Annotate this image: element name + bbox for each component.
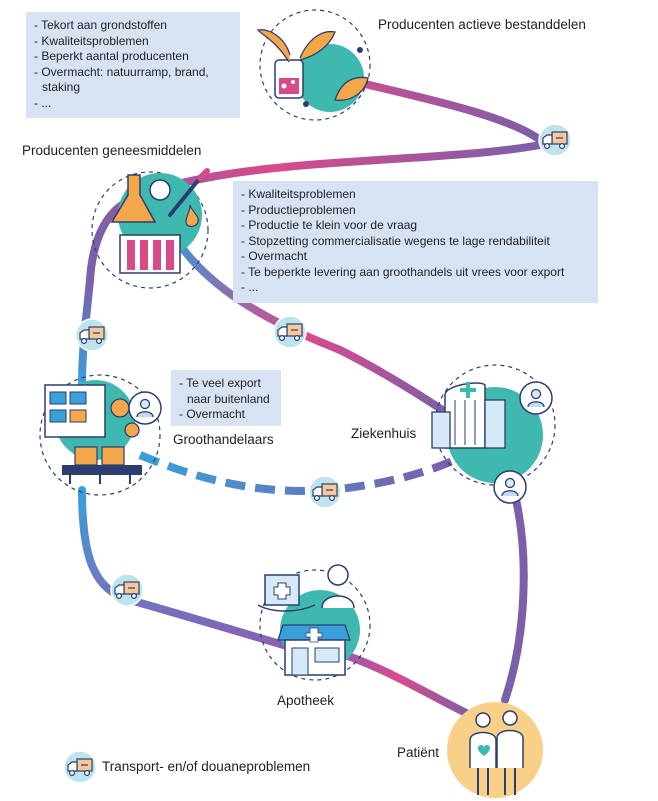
hospital-person-icon-top xyxy=(519,381,553,415)
wholesaler-problem-3: - Overmacht xyxy=(179,407,246,421)
wholesalers-label: Groothandelaars xyxy=(173,432,274,447)
manufacturer-problem-7: - ... xyxy=(241,280,259,294)
manufacturer-problem-5: - Overmacht xyxy=(241,249,308,263)
api-producers-label: Producenten actieve bestanddelen xyxy=(378,17,586,32)
connector-pharmacy-to-patient xyxy=(326,646,474,719)
connector-wholesalers-to-hospital xyxy=(138,451,457,495)
wholesalers-node xyxy=(39,374,161,496)
wholesaler-problem-1: - Te veel export xyxy=(179,376,261,390)
wholesaler-problem-2: naar buitenland xyxy=(187,391,270,406)
manufacturer-problem-2: - Productieproblemen xyxy=(241,202,356,217)
api-problem-1: - Tekort aan grondstoffen xyxy=(34,18,167,32)
manufacturer-problem-4: - Stopzetting commercialisatie wegens te… xyxy=(241,233,550,248)
manufacturers-node xyxy=(91,168,210,289)
api-producers-node xyxy=(256,9,371,121)
api-problem-6: - ... xyxy=(34,95,52,110)
truck-icon-api xyxy=(538,123,572,157)
connector-wholesalers-to-pharmacy xyxy=(78,486,304,654)
manufacturer-problem-6: - Te beperkte levering aan groothandels … xyxy=(241,264,565,279)
manufacturer-problem-1: - Kwaliteitsproblemen xyxy=(241,187,356,201)
truck-icon-manufacturer-wholesaler xyxy=(75,318,109,352)
truck-icon-wholesaler-hospital xyxy=(308,475,342,509)
api-problems-box: - Tekort aan grondstoffen - Kwaliteitspr… xyxy=(26,12,240,118)
api-problem-4: - Overmacht: natuurramp, brand, xyxy=(34,64,209,79)
truck-icon-legend xyxy=(63,750,97,784)
manufacturers-label: Producenten geneesmiddelen xyxy=(22,143,202,158)
connector-manufacturers-to-hospital xyxy=(176,241,454,419)
api-problem-5: staking xyxy=(42,80,81,94)
pharmacy-label: Apotheek xyxy=(277,693,335,708)
connector-hospital-to-patient xyxy=(501,491,528,704)
patient-label: Patiënt xyxy=(397,745,440,760)
legend-label: Transport- en/of douaneproblemen xyxy=(102,759,311,774)
api-problem-2: - Kwaliteitsproblemen xyxy=(34,33,149,48)
wholesaler-problems-box: - Te veel export naar buitenland - Overm… xyxy=(171,370,281,426)
hospital-label: Ziekenhuis xyxy=(351,426,417,441)
truck-icon-wholesaler-pharmacy xyxy=(110,573,144,607)
hospital-person-icon-bottom xyxy=(493,470,527,504)
patient-node xyxy=(447,702,543,798)
api-problem-3: - Beperkt aantal producenten xyxy=(34,49,189,63)
hospital-node xyxy=(431,364,556,486)
wholesaler-person-icon xyxy=(128,391,162,425)
manufacturer-problems-box: - Kwaliteitsproblemen - Productieproblem… xyxy=(233,181,598,303)
truck-icon-manufacturer-hospital xyxy=(273,315,307,349)
connector-api-to-manufacturers-b xyxy=(86,141,544,284)
pharmacy-node xyxy=(257,564,371,681)
manufacturer-problem-3: - Productie te klein voor de vraag xyxy=(241,218,418,232)
